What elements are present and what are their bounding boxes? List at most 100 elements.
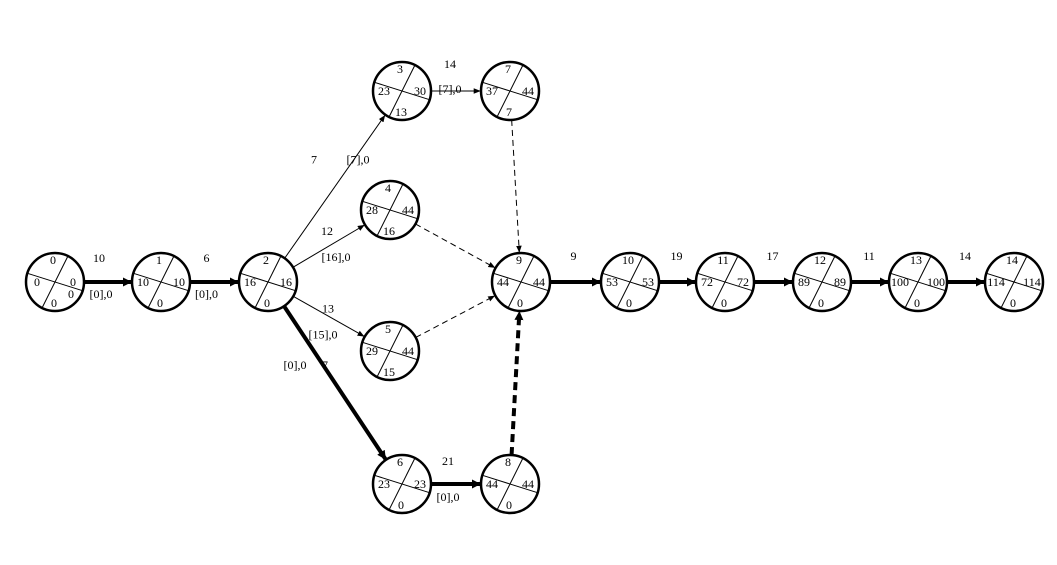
node-id: 9 (516, 253, 522, 267)
node-slack-value: 15 (383, 365, 395, 379)
node-id: 6 (397, 455, 403, 469)
edge-11-12: 17 (754, 249, 793, 287)
node-id: 8 (505, 455, 511, 469)
edge-5-9 (415, 295, 496, 338)
edge-2-3: 7[7],0 (284, 114, 386, 259)
node-id: 14 (1006, 253, 1018, 267)
edge-float-label: [0],0 (437, 490, 460, 504)
node-late-value: 44 (533, 275, 545, 289)
edge-line (415, 295, 496, 338)
node-divider (496, 457, 524, 511)
node-early-value: 89 (798, 275, 810, 289)
node-early-value: 29 (366, 344, 378, 358)
edge-duration-label: 6 (204, 251, 210, 265)
node-divider (376, 183, 404, 237)
node-late-value: 10 (173, 275, 185, 289)
edge-duration-label: 14 (444, 57, 456, 71)
node-divider (41, 255, 69, 309)
node-extra-value: 0 (68, 287, 74, 301)
edge-duration-label: 10 (93, 251, 105, 265)
edge-2-5: 13[15],0 (292, 295, 365, 342)
node-id: 1 (156, 253, 162, 267)
node-divider (254, 255, 282, 309)
edge-float-label: [15],0 (309, 328, 338, 342)
node-id: 10 (622, 253, 634, 267)
node-slack-value: 0 (157, 296, 163, 310)
node-divider (496, 64, 524, 118)
node-late-value: 100 (927, 275, 945, 289)
edge-3-7: 14 [7],0 (431, 57, 481, 96)
node-late-value: 44 (522, 84, 534, 98)
node-slack-value: 0 (51, 296, 57, 310)
edge-4-9 (415, 223, 496, 268)
edge-duration-label: 21 (442, 454, 454, 468)
node-divider (376, 324, 404, 378)
node-divider (1000, 255, 1028, 309)
node-divider (616, 255, 644, 309)
node-id: 0 (50, 253, 56, 267)
node-slack-value: 0 (914, 296, 920, 310)
node-early-value: 72 (701, 275, 713, 289)
node-divider (904, 255, 932, 309)
node-id: 3 (397, 62, 403, 76)
edge-duration-label: 19 (671, 249, 683, 263)
node-late-value: 44 (522, 477, 534, 491)
node-id: 11 (717, 253, 729, 267)
node-late-value: 53 (642, 275, 654, 289)
node-slack-value: 0 (721, 296, 727, 310)
edge-line (292, 224, 365, 268)
node-early-value: 53 (606, 275, 618, 289)
edge-8-9 (509, 311, 524, 456)
node-id: 7 (505, 62, 511, 76)
edge-duration-label: 14 (959, 249, 971, 263)
node-5: 5 29 44 15 (359, 320, 421, 382)
node-slack-value: 0 (1010, 296, 1016, 310)
node-early-value: 37 (486, 84, 498, 98)
edge-float-label: [7],0 (347, 153, 370, 167)
node-early-value: 44 (486, 477, 498, 491)
edge-line (509, 311, 524, 456)
node-early-value: 23 (378, 84, 390, 98)
edge-duration-label: 12 (321, 224, 333, 238)
edge-float-label: [7],0 (439, 82, 462, 96)
node-late-value: 16 (280, 275, 292, 289)
node-id: 2 (263, 253, 269, 267)
node-7: 7 37 44 7 (479, 60, 541, 122)
node-id: 5 (385, 322, 391, 336)
edge-line (415, 223, 496, 268)
node-late-value: 44 (402, 344, 414, 358)
edges-layer: 10[0],06[0],07[7],012[16],013[15],07[0],… (84, 57, 985, 504)
node-slack-value: 0 (398, 498, 404, 512)
node-divider (147, 255, 175, 309)
edge-10-11: 19 (659, 249, 696, 287)
node-id: 13 (910, 253, 922, 267)
node-slack-value: 7 (506, 105, 512, 119)
edge-12-13: 11 (851, 249, 889, 287)
node-divider (711, 255, 739, 309)
node-late-value: 44 (402, 203, 414, 217)
edge-float-label: [16],0 (322, 250, 351, 264)
node-early-value: 100 (891, 275, 909, 289)
node-divider (388, 457, 416, 511)
node-slack-value: 16 (383, 224, 395, 238)
edge-13-14: 14 (947, 249, 985, 287)
edge-float-label: [0],0 (90, 287, 113, 301)
edge-duration-label: 9 (571, 249, 577, 263)
node-early-value: 28 (366, 203, 378, 217)
edge-float-label: [0],0 (284, 358, 307, 372)
node-late-value: 114 (1023, 275, 1041, 289)
edge-line (284, 114, 386, 259)
edge-0-1: 10 [0],0 (84, 251, 132, 301)
edge-line (282, 305, 388, 461)
